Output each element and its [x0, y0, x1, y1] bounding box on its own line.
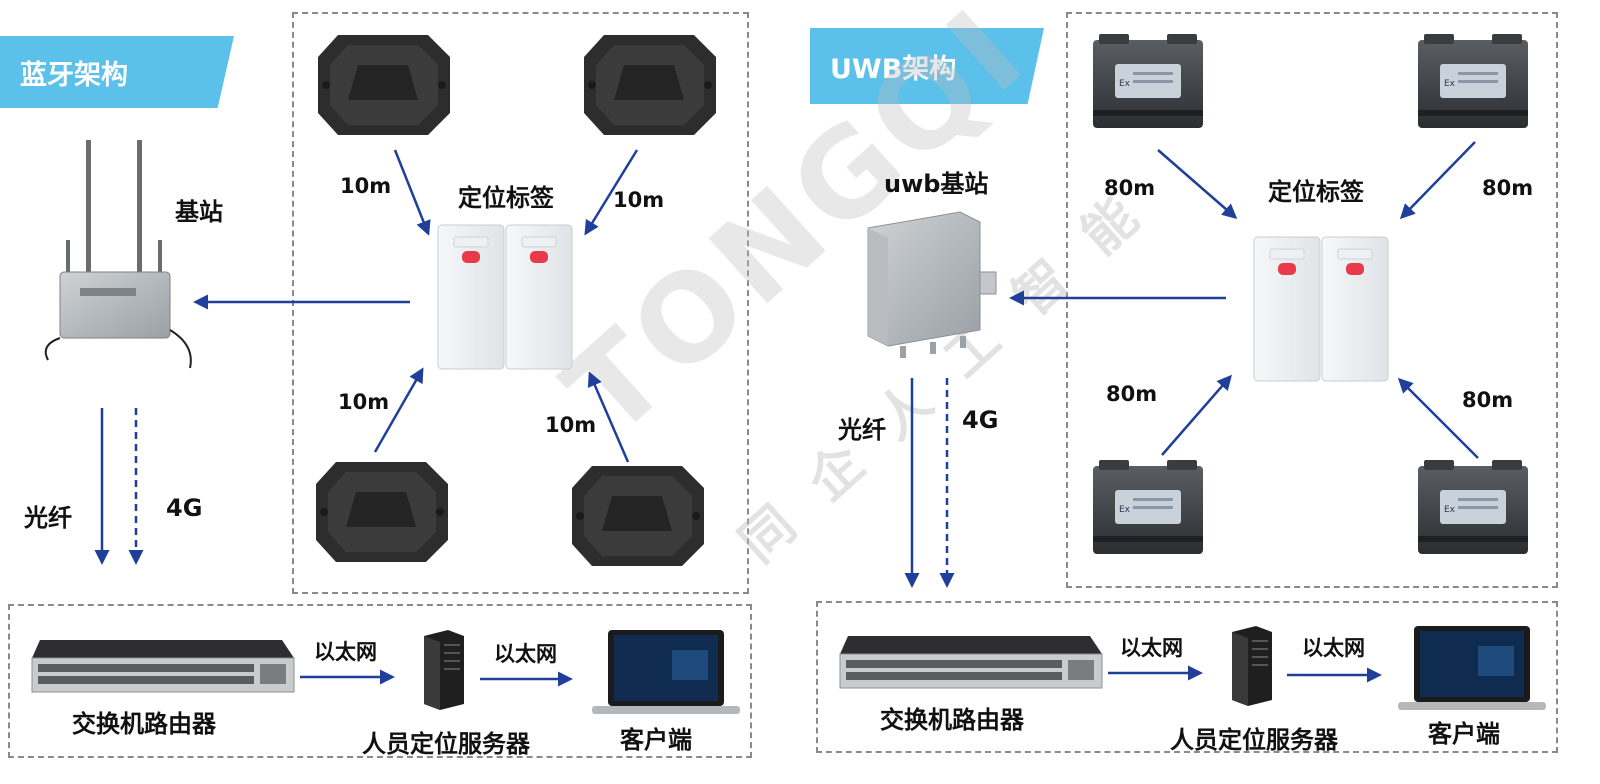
uwb-base-station — [867, 211, 997, 358]
bluetooth-network-area — [8, 604, 752, 758]
ethernet-label: 以太网 — [314, 640, 377, 664]
uwb-anchor — [1418, 34, 1528, 128]
4g-label: 4G — [962, 406, 999, 434]
distance-label: 80m — [1104, 176, 1156, 200]
bluetooth-beacon — [316, 462, 448, 562]
server-label: 人员定位服务器 — [1170, 726, 1338, 754]
4g-label: 4G — [166, 494, 203, 522]
switch-router — [839, 635, 1103, 689]
bluetooth-beacon — [584, 35, 716, 135]
uwb-anchor — [1093, 34, 1203, 128]
distance-label: 10m — [338, 390, 390, 414]
uwb-architecture-title: UWB架构 — [810, 28, 1044, 104]
fiber-label: 光纤 — [838, 416, 886, 444]
ethernet-label: 以太网 — [494, 642, 557, 666]
distance-label: 80m — [1462, 388, 1514, 412]
switch-router-label: 交换机路由器 — [72, 710, 216, 738]
positioning-tag-label: 定位标签 — [458, 184, 554, 212]
bluetooth-base-station — [44, 140, 192, 369]
distance-label: 10m — [613, 188, 665, 212]
positioning-tag — [1253, 236, 1321, 382]
uwb-network-area — [816, 601, 1558, 753]
distance-label: 10m — [545, 413, 597, 437]
bluetooth-architecture-title: 蓝牙架构 — [0, 36, 234, 108]
positioning-tag — [1321, 236, 1389, 382]
uwb-base-station-label: uwb基站 — [884, 170, 989, 198]
positioning-tag — [505, 224, 573, 370]
base-station-label: 基站 — [175, 198, 223, 226]
client-label: 客户端 — [1428, 720, 1500, 748]
uwb-anchor — [1418, 460, 1528, 554]
location-server — [1232, 626, 1272, 706]
positioning-tag-label: 定位标签 — [1268, 178, 1364, 206]
server-label: 人员定位服务器 — [362, 730, 530, 758]
client-laptop — [592, 630, 740, 714]
uwb-tag-area — [1066, 12, 1558, 588]
ethernet-label: 以太网 — [1120, 636, 1183, 660]
switch-router-label: 交换机路由器 — [880, 706, 1024, 734]
bluetooth-beacon — [318, 35, 450, 135]
ethernet-label: 以太网 — [1302, 636, 1365, 660]
uwb-anchor — [1093, 460, 1203, 554]
distance-label: 80m — [1106, 382, 1158, 406]
location-server — [424, 630, 464, 710]
fiber-label: 光纤 — [24, 504, 72, 532]
distance-label: 10m — [340, 174, 392, 198]
positioning-tag — [437, 224, 505, 370]
switch-router — [31, 639, 295, 693]
client-laptop — [1398, 626, 1546, 710]
bluetooth-beacon — [572, 466, 704, 566]
client-label: 客户端 — [620, 726, 692, 754]
distance-label: 80m — [1482, 176, 1534, 200]
